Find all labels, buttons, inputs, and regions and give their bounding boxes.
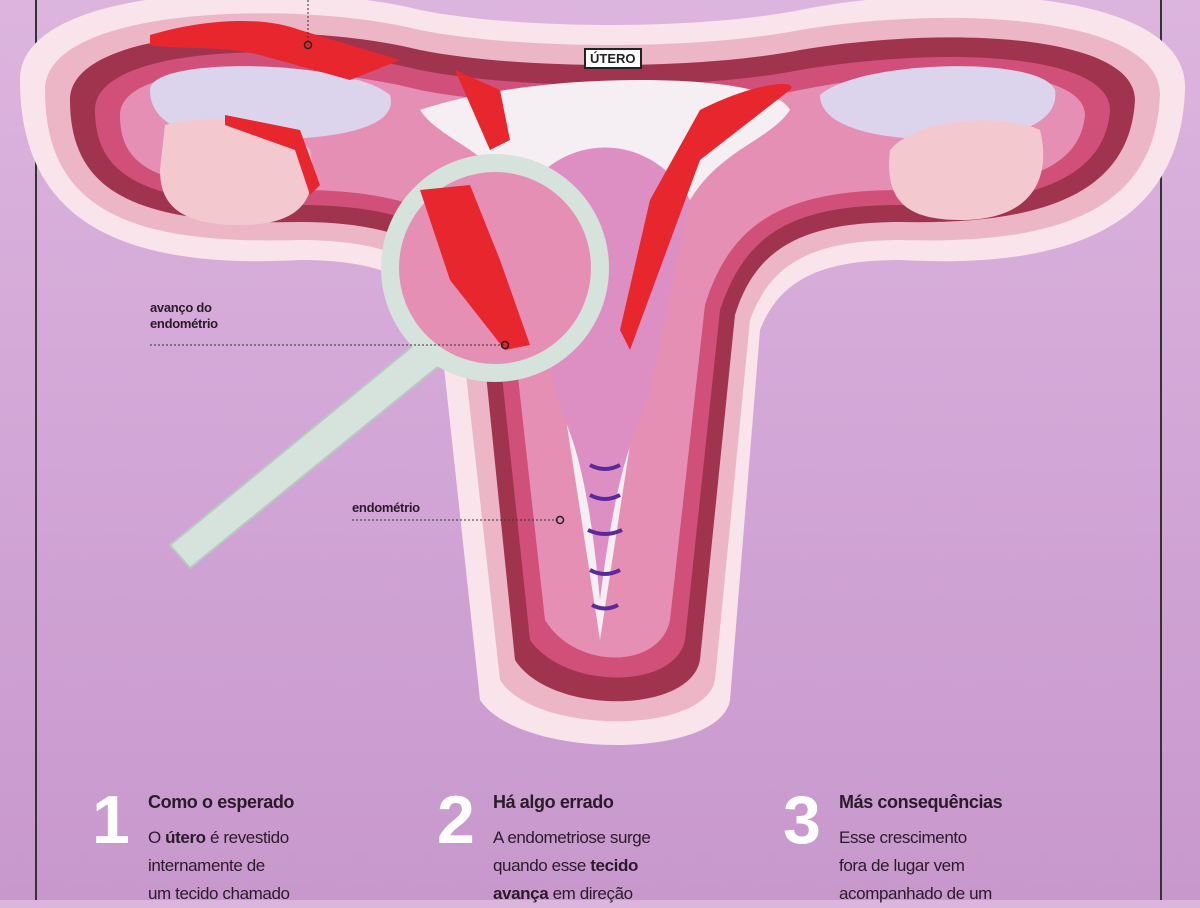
magnifying-glass [168, 154, 609, 570]
step-number: 3 [783, 782, 821, 858]
marker-dot [500, 340, 510, 350]
avanco-endometrio-label: avanço do endométrio [150, 300, 218, 332]
uterus-body [20, 0, 1186, 745]
right-border-line [1160, 0, 1162, 900]
utero-label: ÚTERO [584, 48, 642, 69]
left-border-line [35, 0, 37, 900]
uterus-illustration [20, 0, 1186, 745]
step-body: O útero é revestido internamente de um t… [148, 828, 290, 903]
step-title: Há algo errado [493, 792, 614, 812]
marker-dot [303, 40, 313, 50]
marker-dot [555, 515, 565, 525]
step-number: 2 [437, 782, 475, 858]
label-line: endométrio [150, 316, 218, 331]
step-title: Como o esperado [148, 792, 295, 812]
step-title: Más consequências [839, 792, 1003, 812]
step-body: A endometriose surge quando esse tecido … [493, 828, 651, 903]
label-line: avanço do [150, 300, 212, 315]
step-body: Esse crescimento fora de lugar vem acomp… [839, 828, 992, 903]
step-number: 1 [92, 782, 130, 858]
endometrio-label: endométrio [352, 500, 420, 515]
leader-lines [150, 0, 560, 521]
cervix-folds [587, 463, 623, 611]
